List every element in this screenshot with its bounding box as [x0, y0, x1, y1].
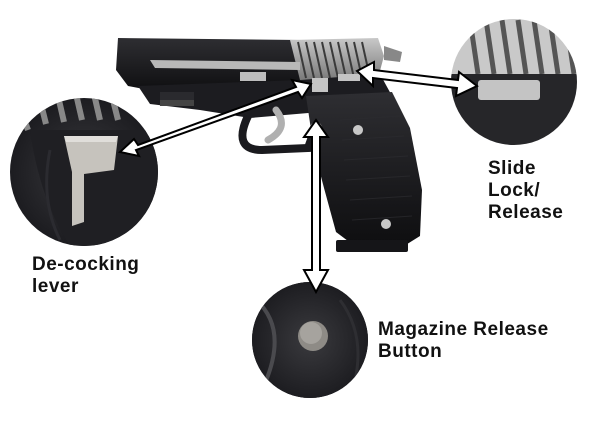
pistol-grip — [306, 92, 422, 246]
grip-screw-lower — [381, 219, 391, 229]
trigger — [264, 106, 285, 144]
arrow-magazine-release — [302, 118, 330, 295]
slide-label-line1: Slide — [488, 158, 536, 179]
decocking-label-line2: lever — [32, 276, 79, 297]
trigger-guard — [238, 114, 322, 155]
magazine-label-line1: Magazine Release — [378, 319, 549, 340]
arrows — [117, 60, 479, 295]
decocking-label-line1: De-cocking — [32, 254, 140, 275]
decocking-lever-part — [64, 136, 118, 226]
takedown-lever — [240, 72, 266, 81]
slide-label-line2: Lock/ — [488, 180, 541, 201]
decocking-lever-label: De-cocking lever — [32, 254, 139, 298]
magazine-detail-circle — [252, 282, 368, 398]
arrow-slide-lock — [355, 60, 479, 98]
slide-lock-part — [478, 80, 540, 100]
slide-label-line3: Release — [488, 202, 564, 223]
grip-screw-upper — [353, 125, 363, 135]
magazine-release-label: Magazine Release Button — [378, 319, 549, 363]
magazine-label-line2: Button — [378, 341, 443, 362]
slide-lock-label: Slide Lock/ Release — [488, 158, 563, 224]
magazine-base — [336, 240, 408, 252]
decocking-detail-circle — [10, 98, 158, 246]
pistol — [116, 38, 422, 252]
arrow-decocking — [117, 78, 313, 158]
